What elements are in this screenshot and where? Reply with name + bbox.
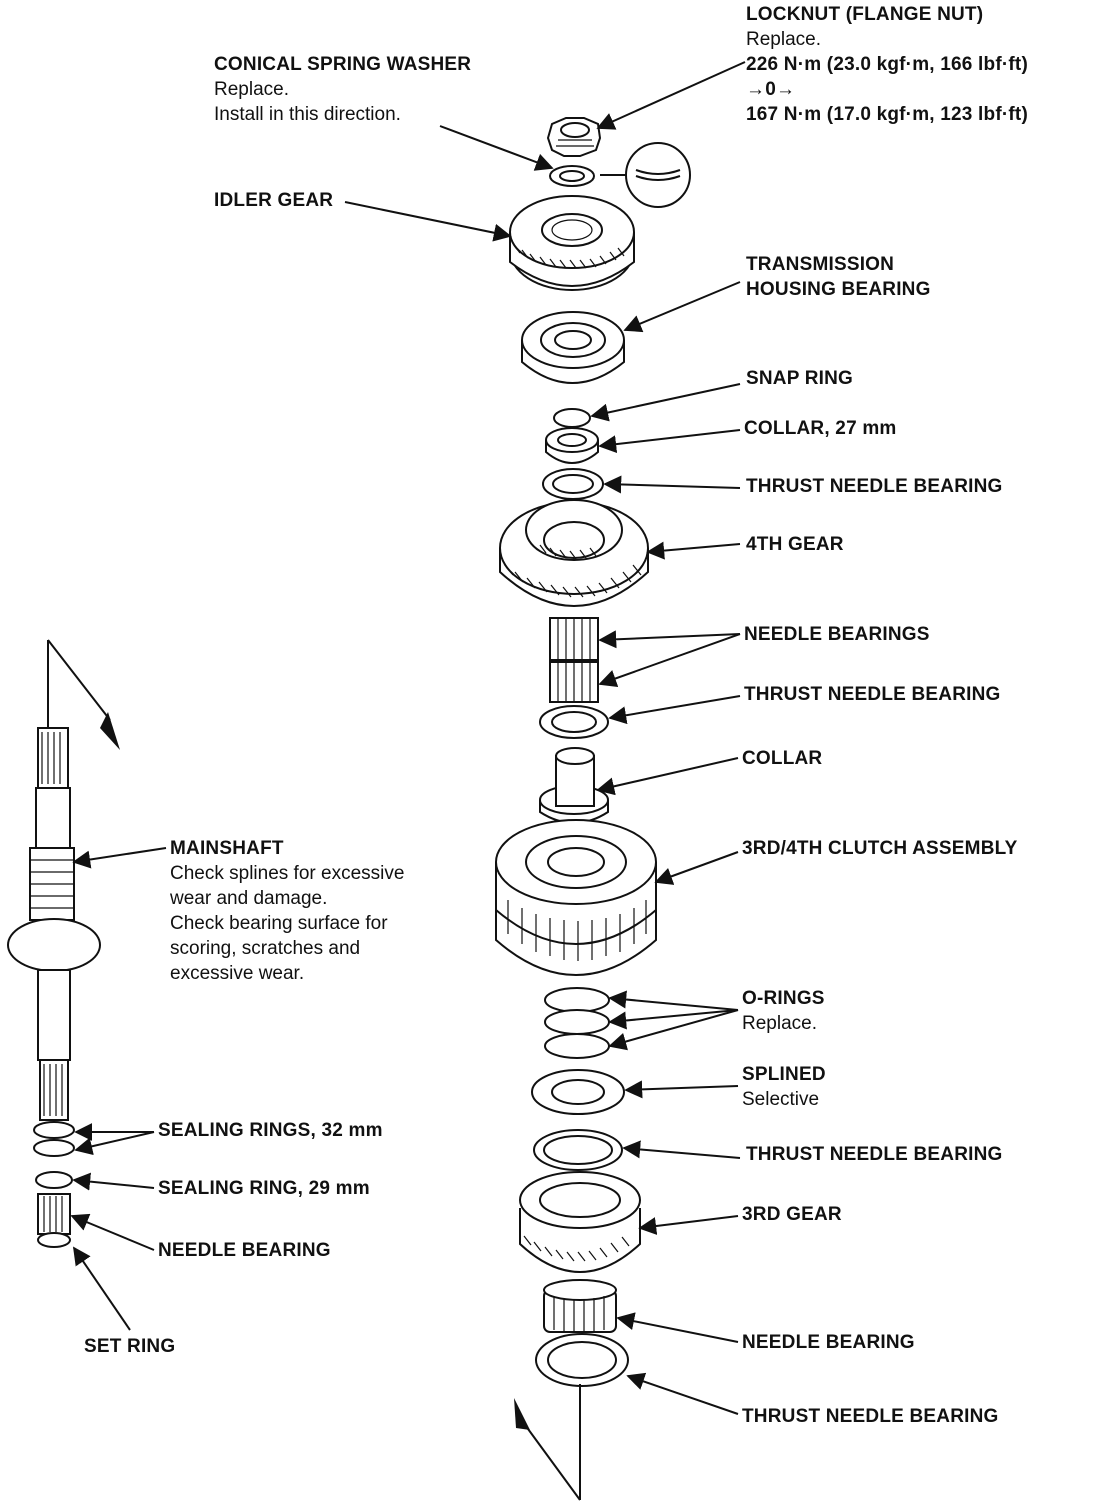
right-axis-arrow [514,1384,581,1501]
4th-gear-part [499,499,649,607]
splined-label: SPLINED Selective [742,1062,826,1112]
clutch-assembly-part [495,819,657,976]
o-rings-part [544,987,610,1059]
mainshaft-part [7,639,120,1121]
housing-bearing-label: TRANSMISSION HOUSING BEARING [746,252,931,302]
locknut-title: LOCKNUT (FLANGE NUT) [746,4,984,25]
o-rings-title: O-RINGS [742,988,825,1009]
needle-bearing-right-label: NEEDLE BEARING [742,1330,915,1355]
mainshaft-note-4: scoring, scratches and [170,938,361,959]
set-ring-label: SET RING [84,1334,175,1359]
collar-title: COLLAR [742,748,823,769]
sealing-ring-29mm-label: SEALING RING, 29 mm [158,1176,370,1201]
3rd-gear-label: 3RD GEAR [742,1202,842,1227]
collar-27mm-part [545,427,599,464]
housing-bearing-title-line1: TRANSMISSION [746,254,895,275]
conical-washer-note-direction: Install in this direction. [214,104,401,125]
sealing-rings-32mm-part [33,1121,75,1157]
needle-bearing-right-part [543,1279,617,1333]
mainshaft-note-5: excessive wear. [170,963,305,984]
mainshaft-note-3: Check bearing surface for [170,913,388,934]
thrust-needle-bearing-2-label: THRUST NEEDLE BEARING [744,682,1001,707]
leader-lines [70,61,746,1415]
thrust-needle-bearing-4-title: THRUST NEEDLE BEARING [742,1406,999,1427]
mainshaft-note-2: wear and damage. [170,888,328,909]
needle-bearings-part [549,617,599,703]
snap-ring-title: SNAP RING [746,368,854,389]
collar-27mm-label: COLLAR, 27 mm [744,416,897,441]
washer-direction-detail-icon [600,142,691,208]
thrust-needle-bearing-3-label: THRUST NEEDLE BEARING [746,1142,1003,1167]
3rd-gear-title: 3RD GEAR [742,1204,842,1225]
thrust-needle-bearing-2-part [539,705,609,739]
splined-washer-part [531,1069,625,1115]
splined-note-selective: Selective [742,1089,820,1110]
thrust-needle-bearing-1-label: THRUST NEEDLE BEARING [746,474,1003,499]
snap-ring-label: SNAP RING [746,366,853,391]
thrust-needle-bearing-1-part [542,468,604,500]
clutch-assembly-title: 3RD/4TH CLUTCH ASSEMBLY [742,838,1018,859]
conical-washer-label: CONICAL SPRING WASHER Replace. Install i… [214,52,471,127]
idler-gear-label: IDLER GEAR [214,188,333,213]
o-rings-label: O-RINGS Replace. [742,986,825,1036]
mainshaft-title: MAINSHAFT [170,838,284,859]
mainshaft-label: MAINSHAFT Check splines for excessive we… [170,836,404,986]
locknut-torque-sequence: →0→ [746,79,796,100]
collar-label: COLLAR [742,746,822,771]
needle-bearing-right-title: NEEDLE BEARING [742,1332,915,1353]
3rd-gear-part [519,1171,641,1273]
locknut-torque-2: 167 N·m (17.0 kgf·m, 123 lbf·ft) [746,104,1028,125]
thrust-needle-bearing-3-title: THRUST NEEDLE BEARING [746,1144,1003,1165]
locknut-part [546,117,602,157]
conical-washer-title: CONICAL SPRING WASHER [214,54,472,75]
sealing-rings-32mm-label: SEALING RINGS, 32 mm [158,1118,383,1143]
thrust-needle-bearing-1-title: THRUST NEEDLE BEARING [746,476,1003,497]
conical-washer-note-replace: Replace. [214,79,289,100]
housing-bearing-part [521,311,625,384]
clutch-assembly-label: 3RD/4TH CLUTCH ASSEMBLY [742,836,1018,861]
idler-gear-part [509,195,635,291]
sealing-rings-32mm-title: SEALING RINGS, 32 mm [158,1120,383,1141]
idler-gear-title: IDLER GEAR [214,190,334,211]
4th-gear-label: 4TH GEAR [746,532,844,557]
collar-27mm-title: COLLAR, 27 mm [744,418,897,439]
4th-gear-title: 4TH GEAR [746,534,844,555]
set-ring-part [37,1232,71,1248]
o-rings-note-replace: Replace. [742,1013,817,1034]
needle-bearings-label: NEEDLE BEARINGS [744,622,930,647]
needle-bearing-left-title: NEEDLE BEARING [158,1240,331,1261]
locknut-torque-1: 226 N·m (23.0 kgf·m, 166 lbf·ft) [746,54,1028,75]
thrust-needle-bearing-3-part [533,1129,623,1171]
thrust-needle-bearing-4-label: THRUST NEEDLE BEARING [742,1404,999,1429]
sealing-ring-29mm-part [35,1171,73,1189]
needle-bearings-title: NEEDLE BEARINGS [744,624,930,645]
conical-washer-part [549,165,595,187]
splined-title: SPLINED [742,1064,826,1085]
locknut-note-replace: Replace. [746,29,821,50]
housing-bearing-title-line2: HOUSING BEARING [746,279,931,300]
set-ring-title: SET RING [84,1336,176,1357]
collar-part [539,747,609,824]
needle-bearing-left-label: NEEDLE BEARING [158,1238,331,1263]
mainshaft-note-1: Check splines for excessive [170,863,405,884]
sealing-ring-29mm-title: SEALING RING, 29 mm [158,1178,370,1199]
needle-bearing-left-part [37,1193,71,1235]
snap-ring-part [553,408,591,428]
locknut-label: LOCKNUT (FLANGE NUT) Replace. 226 N·m (2… [746,2,1028,127]
thrust-needle-bearing-2-title: THRUST NEEDLE BEARING [744,684,1001,705]
thrust-needle-bearing-4-part [535,1333,629,1387]
